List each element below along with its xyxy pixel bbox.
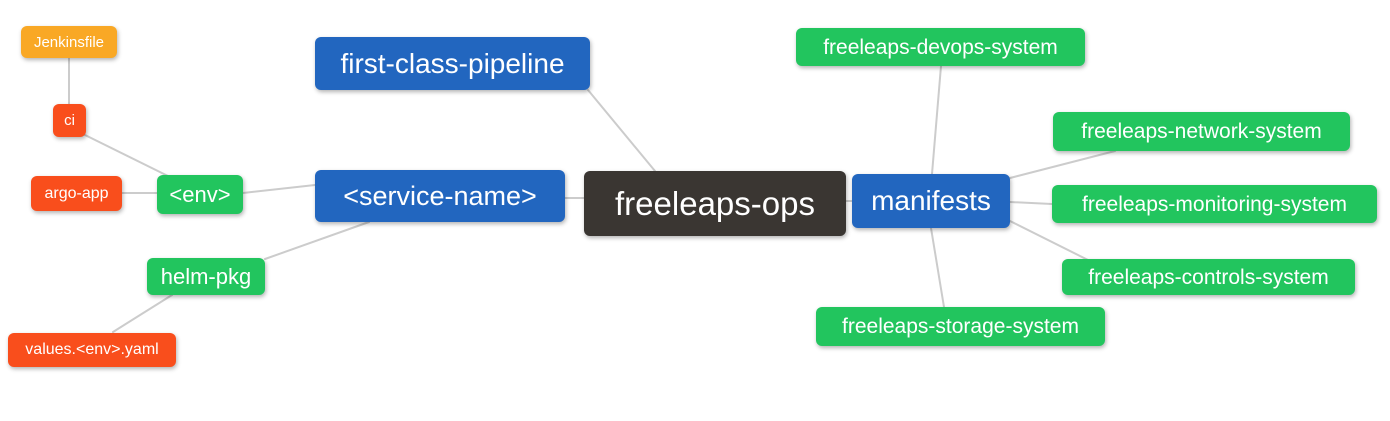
edge-manifests-freeleaps-devops-system xyxy=(931,65,942,175)
node-jenkinsfile[interactable]: Jenkinsfile xyxy=(21,26,117,58)
edge-ci-env xyxy=(82,133,171,178)
node-ci[interactable]: ci xyxy=(53,104,86,137)
node-helm-pkg[interactable]: helm-pkg xyxy=(147,258,265,295)
node-env[interactable]: <env> xyxy=(157,175,243,214)
edge-manifests-freeleaps-storage-system xyxy=(930,227,945,308)
edge-helm-pkg-values-env-yaml xyxy=(112,294,173,333)
node-service-name[interactable]: <service-name> xyxy=(315,170,565,222)
edge-first-class-pipeline-freeleaps-ops xyxy=(587,89,656,172)
edge-manifests-freeleaps-monitoring-system xyxy=(1009,201,1053,205)
node-freeleaps-monitoring-system[interactable]: freeleaps-monitoring-system xyxy=(1052,185,1377,223)
edge-manifests-freeleaps-network-system xyxy=(1009,150,1116,179)
node-argo-app[interactable]: argo-app xyxy=(31,176,122,211)
edge-manifests-freeleaps-controls-system xyxy=(1009,220,1091,262)
node-first-class-pipeline[interactable]: first-class-pipeline xyxy=(315,37,590,90)
node-freeleaps-controls-system[interactable]: freeleaps-controls-system xyxy=(1062,259,1355,295)
node-freeleaps-ops[interactable]: freeleaps-ops xyxy=(584,171,846,236)
node-values-env-yaml[interactable]: values.<env>.yaml xyxy=(8,333,176,367)
node-freeleaps-network-system[interactable]: freeleaps-network-system xyxy=(1053,112,1350,151)
edge-service-name-helm-pkg xyxy=(264,221,370,260)
node-manifests[interactable]: manifests xyxy=(852,174,1010,228)
edge-env-service-name xyxy=(242,184,316,194)
node-freeleaps-storage-system[interactable]: freeleaps-storage-system xyxy=(816,307,1105,346)
node-freeleaps-devops-system[interactable]: freeleaps-devops-system xyxy=(796,28,1085,66)
